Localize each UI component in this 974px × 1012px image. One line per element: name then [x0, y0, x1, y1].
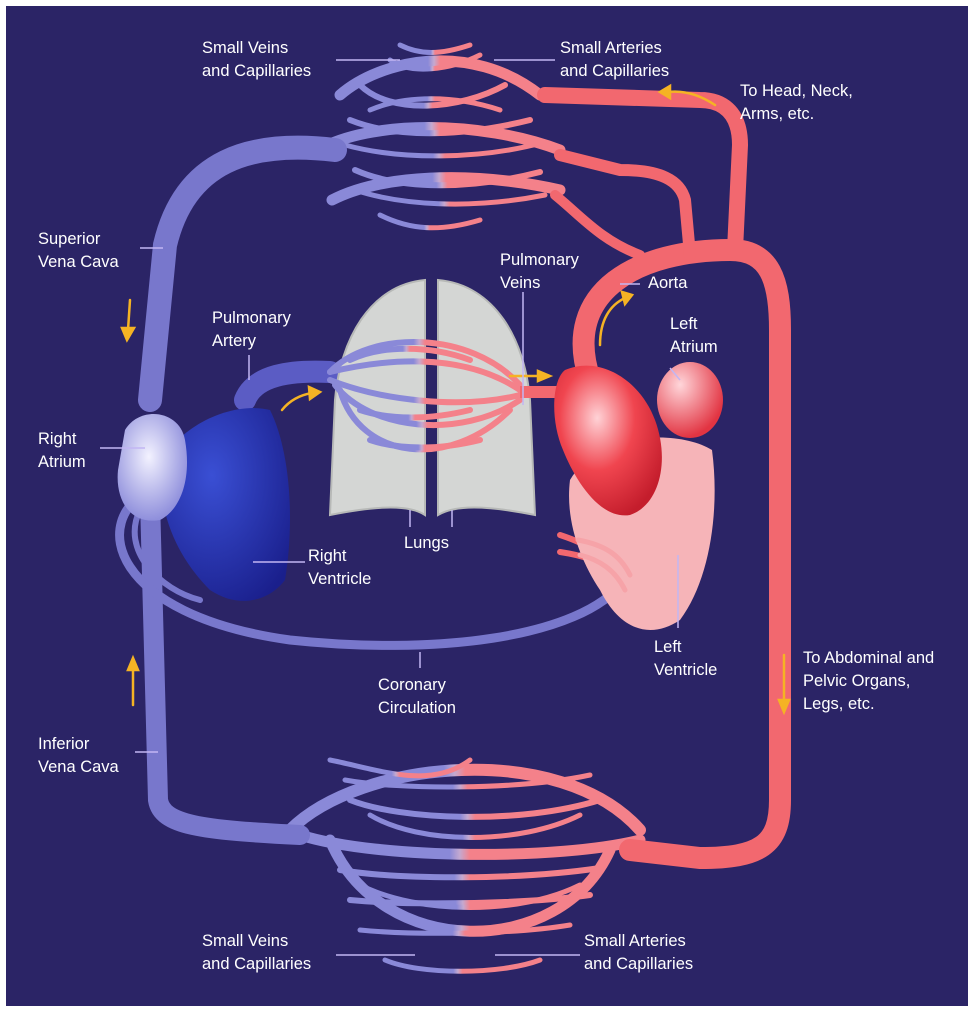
label-lungs: Lungs	[404, 532, 449, 555]
label-small-veins-top: Small Veins and Capillaries	[202, 37, 311, 83]
left-atrium	[657, 362, 723, 438]
label-superior-vena-cava: Superior Vena Cava	[38, 228, 119, 274]
label-small-arteries-top: Small Arteries and Capillaries	[560, 37, 669, 83]
label-to-head: To Head, Neck, Arms, etc.	[740, 80, 853, 126]
label-right-atrium: Right Atrium	[38, 428, 86, 474]
label-right-ventricle: Right Ventricle	[308, 545, 371, 591]
label-to-abdominal: To Abdominal and Pelvic Organs, Legs, et…	[803, 647, 934, 716]
label-left-atrium: Left Atrium	[670, 313, 718, 359]
label-coronary-circulation: Coronary Circulation	[378, 674, 456, 720]
label-pulmonary-veins: Pulmonary Veins	[500, 249, 579, 295]
label-aorta: Aorta	[648, 272, 687, 295]
label-left-ventricle: Left Ventricle	[654, 636, 717, 682]
label-small-arteries-bottom: Small Arteries and Capillaries	[584, 930, 693, 976]
label-inferior-vena-cava: Inferior Vena Cava	[38, 733, 119, 779]
label-small-veins-bottom: Small Veins and Capillaries	[202, 930, 311, 976]
label-pulmonary-artery: Pulmonary Artery	[212, 307, 291, 353]
